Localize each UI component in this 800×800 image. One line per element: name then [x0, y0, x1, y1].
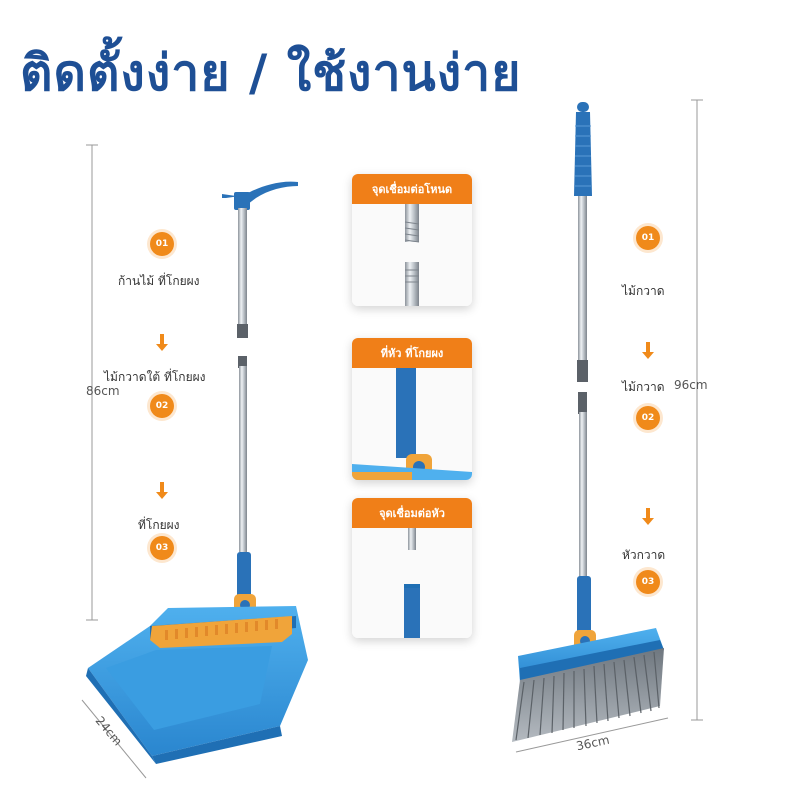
- left-step-1-label: ก้านไม้ ที่โกยผง: [118, 274, 200, 288]
- detail-panel-joint: จุดเชื่อมต่อโหนด: [352, 174, 472, 306]
- head-joint-illustration: [404, 528, 420, 638]
- right-step-3-badge: 03: [636, 570, 660, 594]
- right-step-2-label: ไม้กวาด: [622, 380, 665, 394]
- page-title: ติดตั้งง่าย / ใช้งานง่าย: [20, 44, 522, 102]
- panel-title: จุดเชื่อมต่อหัว: [352, 498, 472, 528]
- detail-panel-dustpan-head: ที่หัว ที่โกยผง: [352, 338, 472, 480]
- right-step-1-badge: 01: [636, 226, 660, 250]
- panel-title: จุดเชื่อมต่อโหนด: [352, 174, 472, 204]
- dustpan-head-illustration: [352, 368, 472, 480]
- left-step-2-badge: 02: [150, 394, 174, 418]
- right-step-1-label: ไม้กวาด: [622, 284, 665, 298]
- right-height-dimension: 96cm: [674, 378, 708, 392]
- left-step-3-badge: 03: [150, 536, 174, 560]
- right-step-3-label: หัวกวาด: [622, 548, 666, 562]
- pole-joint-illustration: [404, 204, 420, 306]
- left-height-dimension: 86cm: [86, 384, 120, 398]
- left-step-3-label: ที่โกยผง: [138, 518, 180, 532]
- broom-illustration: [512, 102, 664, 742]
- left-step-1-badge: 01: [150, 232, 174, 256]
- detail-panel-head-joint: จุดเชื่อมต่อหัว: [352, 498, 472, 638]
- right-step-2-badge: 02: [636, 406, 660, 430]
- left-step-2-label: ไม้กวาดใต้ ที่โกยผง: [104, 370, 206, 384]
- dustpan-illustration: [86, 181, 308, 764]
- panel-title: ที่หัว ที่โกยผง: [352, 338, 472, 368]
